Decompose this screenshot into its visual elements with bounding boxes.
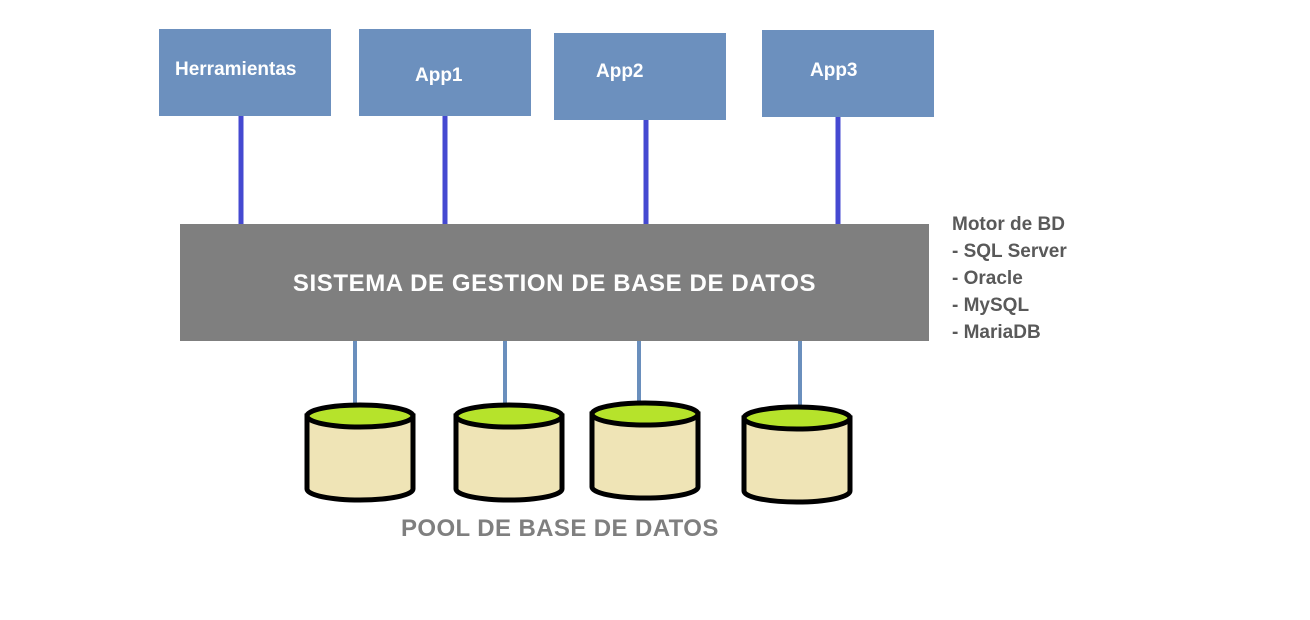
- database-cylinder-3: [589, 400, 701, 501]
- engine-title: Motor de BD: [952, 214, 1065, 235]
- engine-item-mariadb: - MariaDB: [952, 322, 1041, 343]
- engine-item-mysql: - MySQL: [952, 295, 1030, 316]
- client-label-app1: App1: [415, 65, 463, 86]
- client-label-herramientas: Herramientas: [175, 59, 297, 80]
- pool-label: POOL DE BASE DE DATOS: [401, 515, 719, 542]
- client-box-app1: App1: [359, 29, 531, 116]
- client-box-herramientas: Herramientas: [159, 29, 331, 116]
- database-cylinder-2: [453, 402, 565, 503]
- database-cylinder-4: [741, 404, 853, 505]
- engine-list: Motor de BD - SQL Server - Oracle - MySQ…: [952, 211, 1067, 346]
- client-label-app3: App3: [810, 60, 858, 81]
- database-cylinder-1: [304, 402, 416, 503]
- client-box-app3: App3: [762, 30, 934, 117]
- client-label-app2: App2: [596, 61, 644, 82]
- engine-item-oracle: - Oracle: [952, 268, 1023, 289]
- client-box-app2: App2: [554, 33, 726, 120]
- dbms-block: SISTEMA DE GESTION DE BASE DE DATOS: [180, 224, 929, 341]
- dbms-label: SISTEMA DE GESTION DE BASE DE DATOS: [292, 270, 817, 297]
- engine-item-sql-server: - SQL Server: [952, 241, 1067, 262]
